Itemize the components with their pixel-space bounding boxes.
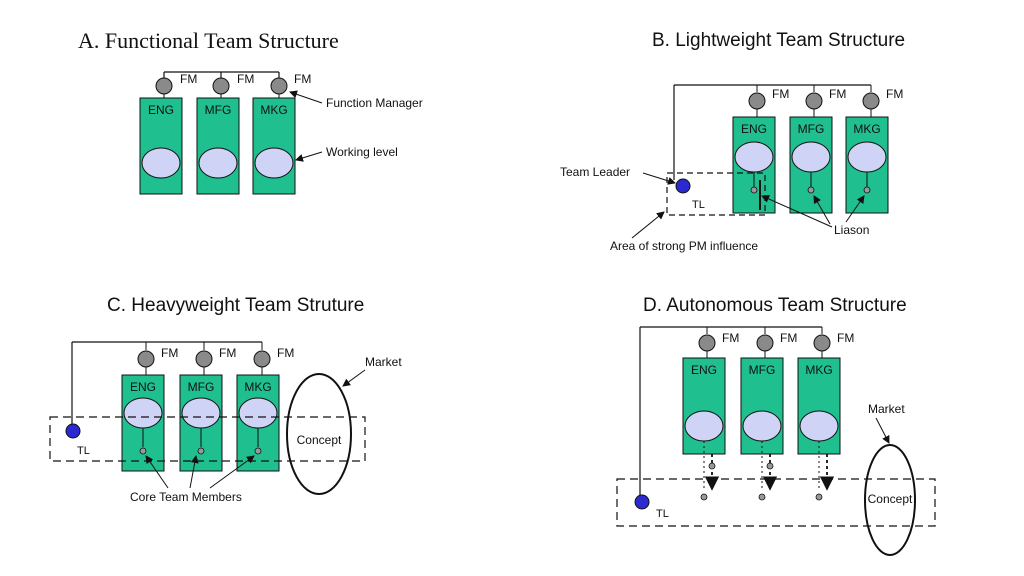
diagram-b-team-leader-label: Team Leader: [560, 165, 630, 179]
diagram-d-team-leader-node: [634, 494, 650, 510]
diagram-b-liaison-node: [750, 186, 758, 194]
diagram-a-manager-node: [155, 77, 173, 95]
diagram-c-dept-mkg: MKG: [244, 380, 271, 394]
diagram-d-working-ellipse: [799, 410, 839, 442]
diagram-c-dept-mfg: MFG: [188, 380, 215, 394]
diagram-d-tl-label: TL: [656, 508, 669, 520]
diagram-a-functional: A. Functional Team Structure FM FM FM EN…: [78, 28, 423, 195]
diagram-a-function-manager-note: Function Manager: [326, 96, 423, 110]
diagram-b-manager-node: [805, 92, 823, 110]
diagram-d-title: D. Autonomous Team Structure: [643, 295, 907, 316]
diagram-c-dept-eng: ENG: [130, 380, 156, 394]
diagram-c-tl-label: TL: [77, 445, 90, 457]
diagram-d-member-node: [708, 462, 716, 470]
diagram-c-market-ellipse: [286, 373, 352, 495]
diagram-d-project-area: [616, 478, 936, 527]
diagram-c-core-member-node: [139, 447, 147, 455]
diagram-b-tl-label: TL: [692, 199, 705, 211]
diagram-d-fm-label: FM: [722, 331, 739, 345]
diagram-b-manager-node: [748, 92, 766, 110]
diagram-a-fm-label: FM: [180, 72, 197, 86]
diagram-d-working-ellipse: [742, 410, 782, 442]
diagram-b-influence-label: Area of strong PM influence: [610, 239, 758, 253]
diagram-d-dept-mkg: MKG: [805, 363, 832, 377]
diagram-d-dept-mfg: MFG: [749, 363, 776, 377]
diagram-a-dept-mfg: MFG: [205, 103, 232, 117]
diagram-a-fm-label: FM: [294, 72, 311, 86]
diagram-d-member-node: [700, 493, 708, 501]
diagram-a-working-level-note: Working level: [326, 145, 398, 159]
diagram-b-working-ellipse: [734, 141, 774, 173]
diagram-b-lightweight: B. Lightweight Team Structure FM FM FM E…: [560, 30, 905, 253]
diagram-b-fm-label: FM: [829, 87, 846, 101]
diagram-d-manager-node: [813, 334, 831, 352]
diagram-c-market-label: Market: [365, 355, 402, 369]
diagram-c-manager-node: [253, 350, 271, 368]
diagram-a-working-ellipse: [198, 147, 238, 179]
diagram-a-working-ellipse: [254, 147, 294, 179]
diagram-c-manager-node: [137, 350, 155, 368]
diagram-b-working-ellipse: [847, 141, 887, 173]
diagram-c-core-members-label: Core Team Members: [130, 490, 242, 504]
diagram-b-team-leader-node: [675, 178, 691, 194]
diagram-c-working-ellipse: [123, 397, 163, 429]
diagram-a-fm-label: FM: [237, 72, 254, 86]
diagram-a-dept-mkg: MKG: [260, 103, 287, 117]
diagram-d-autonomous: D. Autonomous Team Structure FM FM FM EN…: [616, 295, 936, 556]
diagram-c-core-member-node: [197, 447, 205, 455]
diagram-c-manager-node: [195, 350, 213, 368]
diagram-c-fm-label: FM: [219, 346, 236, 360]
diagram-d-member-node: [815, 493, 823, 501]
diagram-b-influence-area: [666, 172, 766, 216]
diagram-b-dept-mkg: MKG: [853, 122, 880, 136]
diagram-d-dept-eng: ENG: [691, 363, 717, 377]
diagram-b-dept-mfg: MFG: [798, 122, 825, 136]
diagram-b-title: B. Lightweight Team Structure: [652, 30, 905, 51]
diagram-a-manager-node: [212, 77, 230, 95]
diagram-d-market-ellipse: [864, 444, 916, 556]
diagram-c-core-member-node: [254, 447, 262, 455]
diagram-c-fm-label: FM: [161, 346, 178, 360]
diagram-b-fm-label: FM: [772, 87, 789, 101]
diagram-a-manager-node: [270, 77, 288, 95]
diagram-c-project-area: [49, 416, 366, 462]
diagram-a-title: A. Functional Team Structure: [78, 28, 339, 53]
diagram-b-fm-label: FM: [886, 87, 903, 101]
diagram-c-fm-label: FM: [277, 346, 294, 360]
diagram-b-liaison-node: [807, 186, 815, 194]
diagram-c-heavyweight: C. Heavyweight Team Struture FM FM FM EN…: [49, 295, 402, 504]
diagram-b-working-ellipse: [791, 141, 831, 173]
diagram-c-team-leader-node: [65, 423, 81, 439]
diagram-a-dept-eng: ENG: [148, 103, 174, 117]
diagram-d-concept-label: Concept: [868, 492, 913, 506]
diagram-d-fm-label: FM: [780, 331, 797, 345]
diagram-b-manager-node: [862, 92, 880, 110]
diagram-b-liaison-label: Liason: [834, 223, 869, 237]
diagram-c-title: C. Heavyweight Team Struture: [107, 295, 364, 316]
diagram-c-concept-label: Concept: [297, 433, 342, 447]
diagram-a-working-ellipse: [141, 147, 181, 179]
diagram-d-manager-node: [698, 334, 716, 352]
diagram-b-liaison-node: [863, 186, 871, 194]
diagram-c-working-ellipse: [238, 397, 278, 429]
diagram-d-working-ellipse: [684, 410, 724, 442]
diagram-b-dept-eng: ENG: [741, 122, 767, 136]
diagram-d-manager-node: [756, 334, 774, 352]
diagram-d-fm-label: FM: [837, 331, 854, 345]
diagram-d-member-node: [758, 493, 766, 501]
diagram-d-member-node: [766, 462, 774, 470]
diagram-c-working-ellipse: [181, 397, 221, 429]
diagram-d-market-label: Market: [868, 402, 905, 416]
